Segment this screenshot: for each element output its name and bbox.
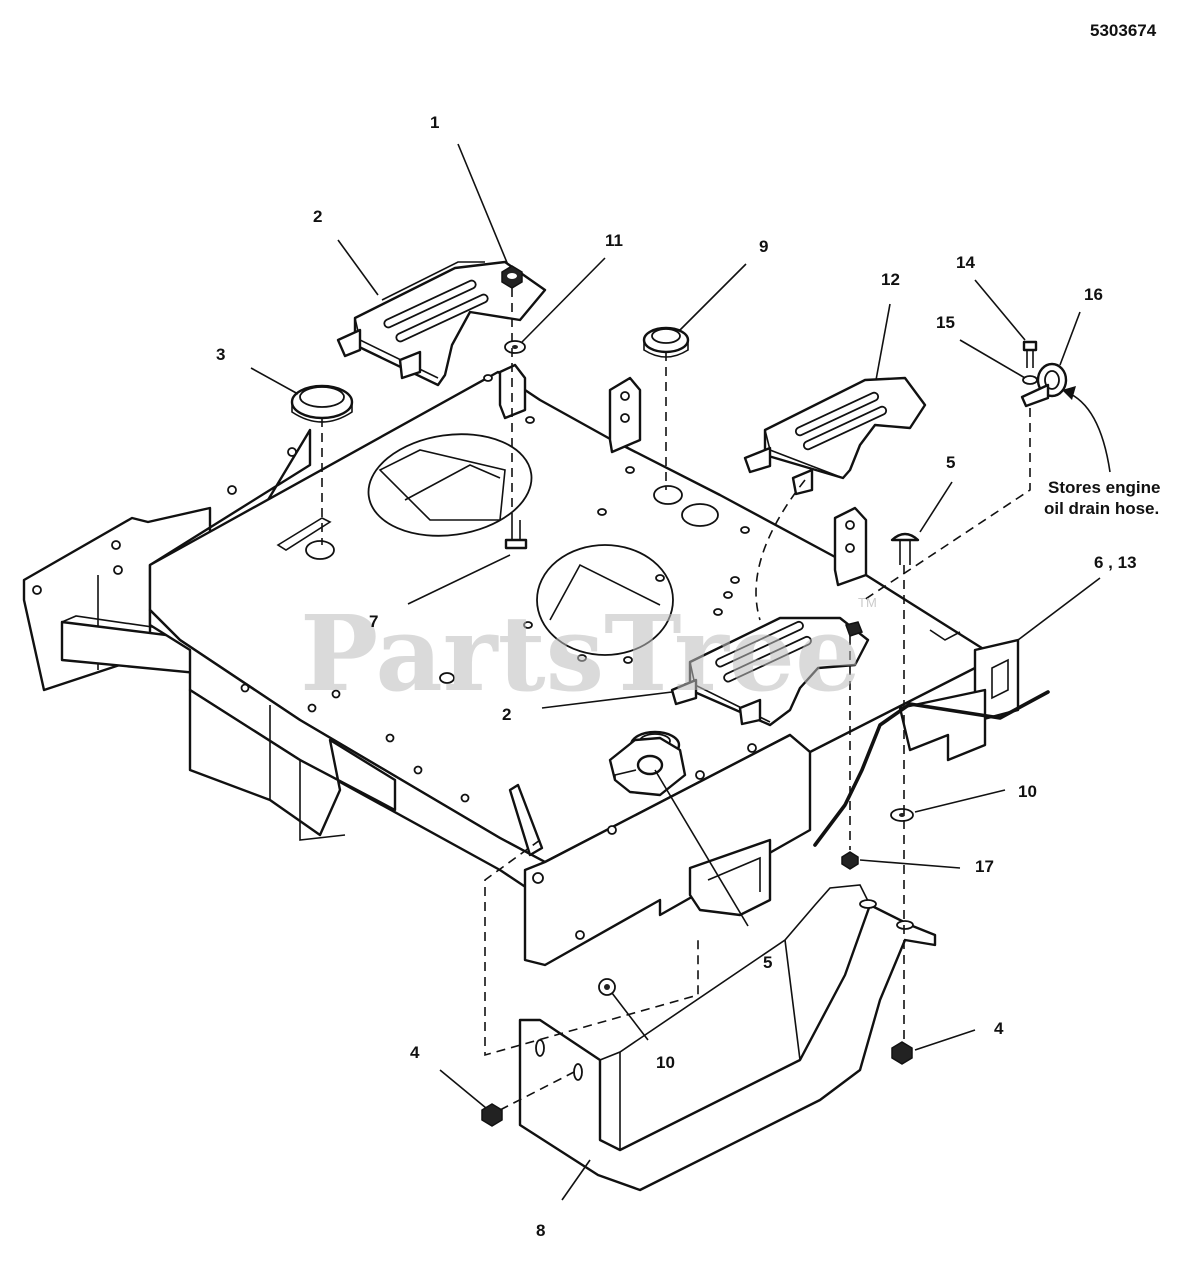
rear-upright-brackets	[498, 363, 868, 587]
note-arrow	[1062, 386, 1111, 473]
callout-10-lower: 10	[656, 1053, 675, 1072]
part-12-seat-bracket	[743, 376, 927, 496]
callout-9: 9	[759, 237, 768, 256]
callout-5-lower: 5	[763, 953, 772, 972]
assembly-lines	[321, 288, 1031, 1111]
callout-7: 7	[369, 612, 378, 631]
part-2-seat-bracket-lower	[670, 616, 870, 727]
front-plate	[508, 733, 812, 967]
callout-8: 8	[536, 1221, 545, 1240]
callout-17: 17	[975, 857, 994, 876]
callout-11: 11	[605, 231, 623, 250]
watermark-tm: TM	[858, 595, 877, 610]
note-line-2: oil drain hose.	[1044, 499, 1159, 518]
callout-5-upper: 5	[946, 453, 955, 472]
leader-lines	[250, 143, 1101, 1201]
note-line-1: Stores engine	[1048, 478, 1160, 497]
watermark-text: PartsTree	[300, 592, 861, 715]
callout-16: 16	[1084, 285, 1103, 304]
part-8-lower-support	[518, 884, 937, 1192]
callout-labels: 1 2 11 9 12 3 14 15 16 5 6 , 13 7 2 10 1…	[216, 113, 1137, 1240]
callout-4-left: 4	[410, 1043, 420, 1062]
main-frame-plate	[148, 370, 987, 902]
callout-6-13: 6 , 13	[1094, 553, 1137, 572]
callout-10-right: 10	[1018, 782, 1037, 801]
callout-12: 12	[881, 270, 900, 289]
callout-14: 14	[956, 253, 975, 272]
callout-2-upper: 2	[313, 207, 322, 226]
callout-2-lower: 2	[502, 705, 511, 724]
drawing-number: 5303674	[1090, 21, 1157, 40]
callout-15: 15	[936, 313, 955, 332]
part-2-seat-bracket-upper	[336, 260, 547, 387]
watermark: PartsTree TM	[300, 592, 877, 715]
callout-4-right: 4	[994, 1019, 1004, 1038]
callout-1: 1	[430, 113, 439, 132]
oil-drain-hose-cable	[813, 690, 1050, 847]
callout-3: 3	[216, 345, 225, 364]
